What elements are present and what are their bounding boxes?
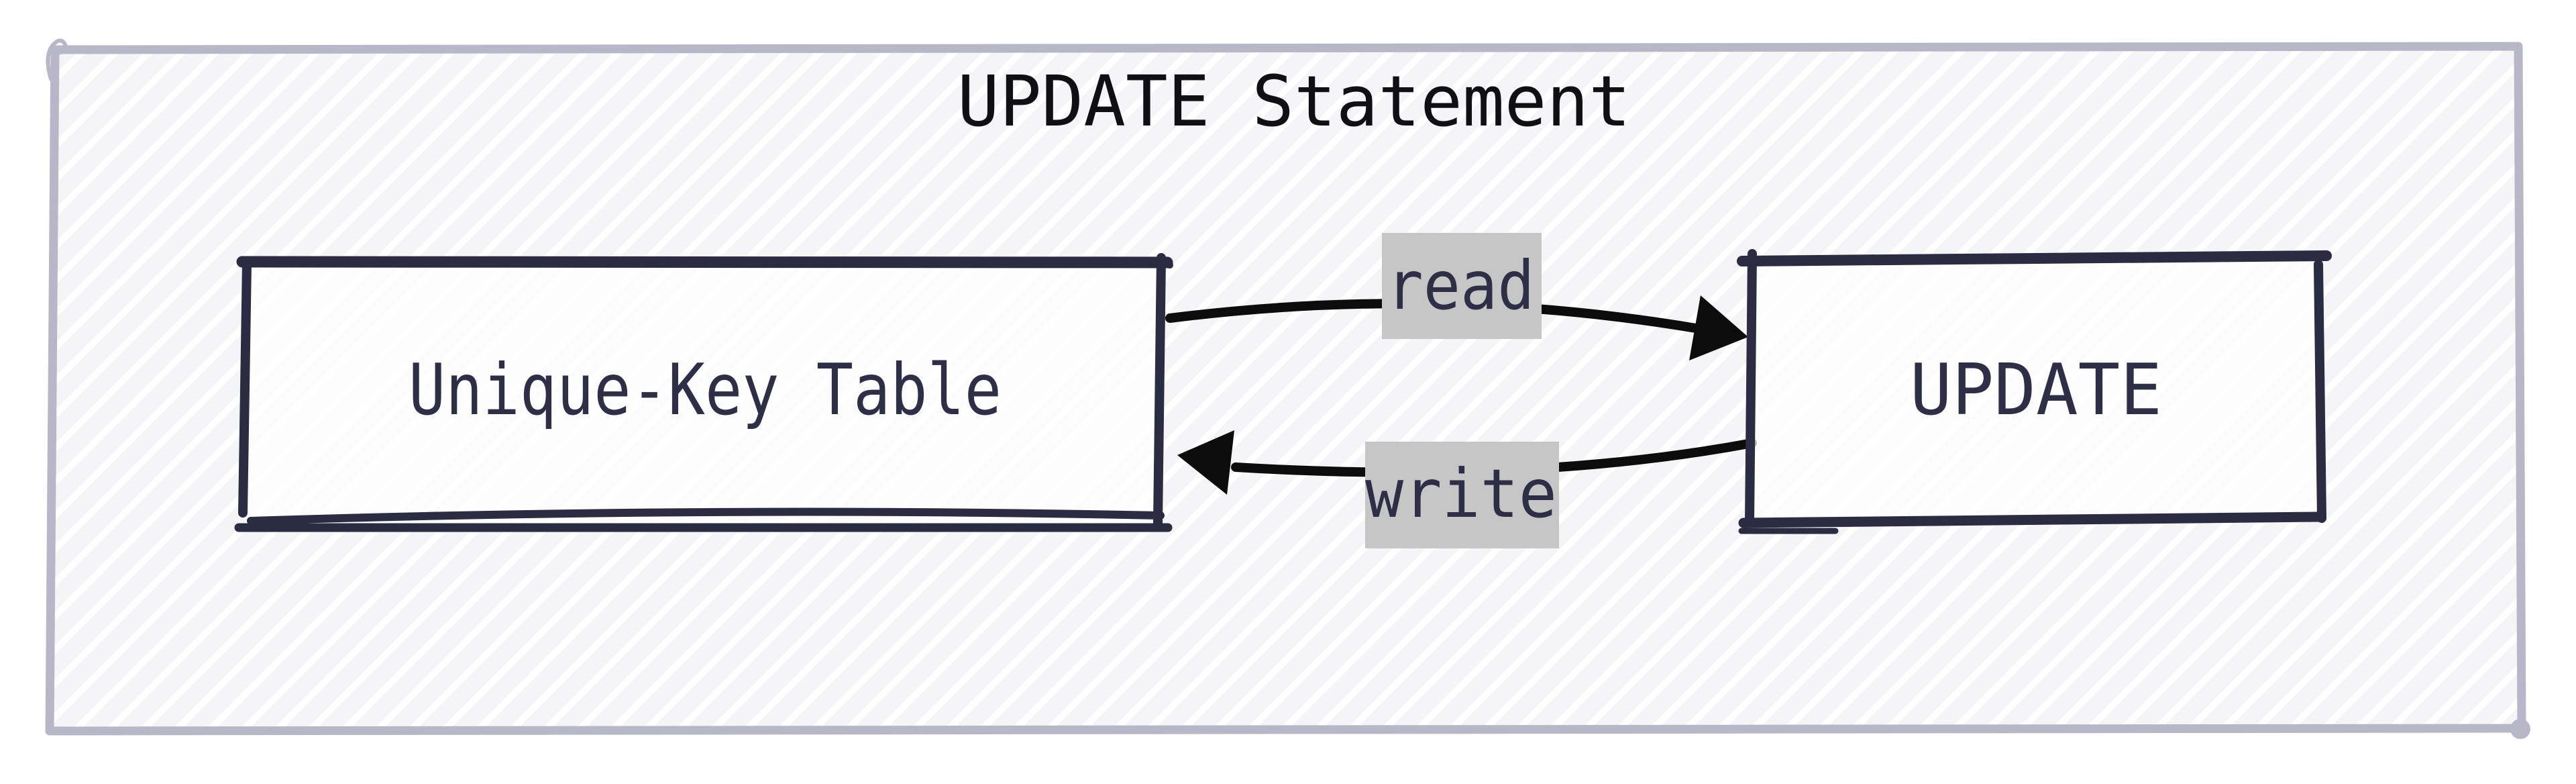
outer-frame xyxy=(45,38,2530,739)
node-border-left xyxy=(238,258,252,518)
edge-label-background xyxy=(1382,233,1542,339)
edge-read-arrowhead xyxy=(1689,295,1748,360)
edge-label-background xyxy=(1365,442,1559,548)
node-border-left xyxy=(1745,249,1757,526)
node-border-bottom xyxy=(1738,511,2325,528)
node-border-bottom xyxy=(247,507,1165,525)
node-border-right xyxy=(2314,260,2326,523)
node-border-right xyxy=(1153,253,1166,527)
frame-corner-blob xyxy=(2510,719,2530,739)
edge-label-text: write xyxy=(1365,454,1557,533)
node-box xyxy=(247,263,1162,524)
edge-label-read: read xyxy=(1382,233,1542,339)
frame-corner-loop xyxy=(46,38,68,81)
edge-label-text: read xyxy=(1387,246,1535,325)
edge-label-write: write xyxy=(1365,442,1559,548)
node-border-top xyxy=(1737,250,2332,266)
node-unique-key-table: Unique-Key Table xyxy=(234,253,1173,532)
node-label: UPDATE xyxy=(1910,349,2162,431)
node-box xyxy=(1751,259,2321,521)
node-update: UPDATE xyxy=(1737,249,2332,534)
edge-write-arrowhead xyxy=(1177,430,1234,495)
node-label: Unique-Key Table xyxy=(409,349,1002,431)
diagram-title: UPDATE Statement xyxy=(957,60,1631,142)
node-border-corner-sketch xyxy=(1146,257,1173,268)
